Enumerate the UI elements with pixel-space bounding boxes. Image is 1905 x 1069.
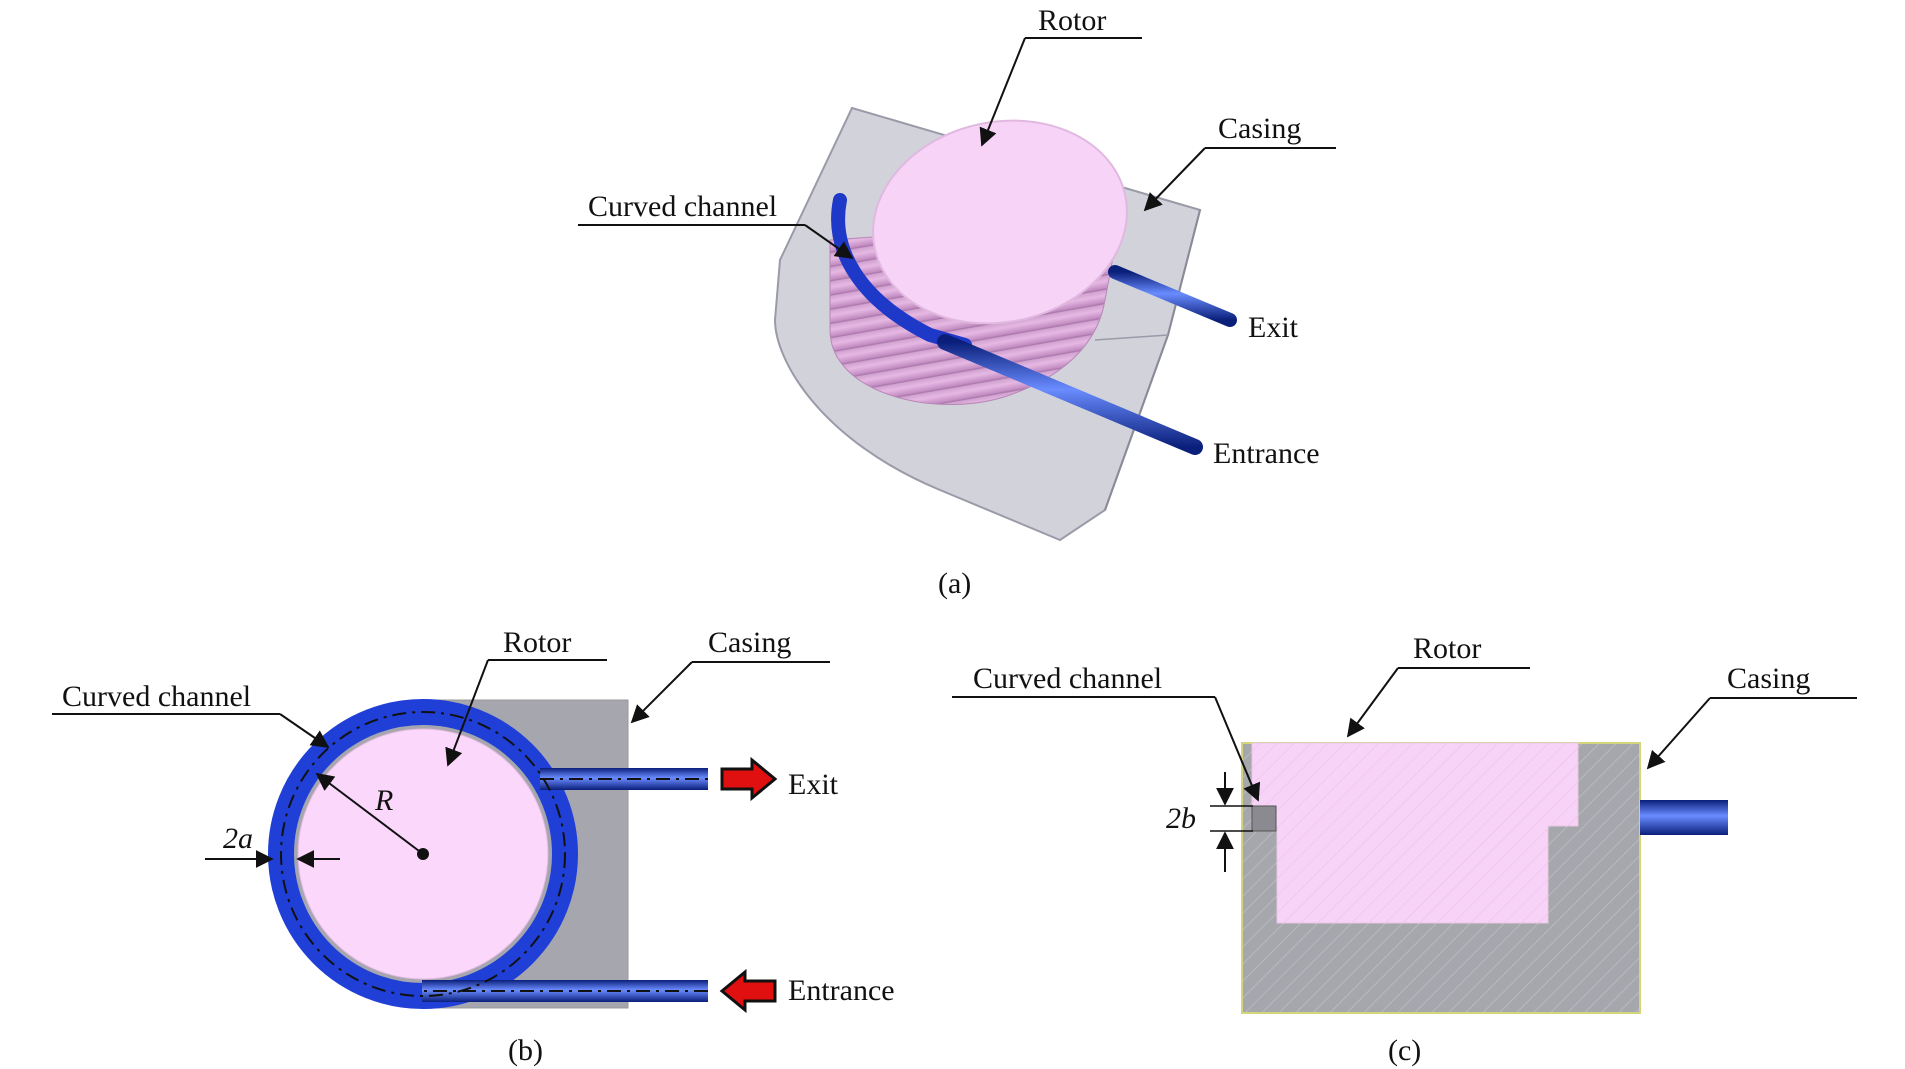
label-exit-a: Exit (1248, 311, 1299, 344)
dimension-2a: 2a (205, 822, 340, 868)
channel-top (268, 699, 708, 1009)
panel-a: Rotor Casing Curved channel Exit Entranc… (578, 4, 1336, 600)
labels-a: Rotor Casing Curved channel Exit Entranc… (578, 4, 1336, 600)
labels-c: Rotor Casing Curved channel (c) (952, 632, 1857, 1067)
label-casing-c: Casing (1727, 662, 1810, 695)
dimension-2b: 2b (1166, 772, 1253, 872)
caption-b: (b) (508, 1034, 543, 1067)
label-curved-channel-b: Curved channel (62, 680, 251, 713)
label-channel-width: 2a (223, 822, 253, 855)
channel-section (1251, 800, 1728, 835)
flow-arrows (719, 756, 778, 1014)
panel-c: 2b Rotor Casing Curved channel (c) (952, 632, 1857, 1067)
label-curved-channel-c: Curved channel (973, 662, 1162, 695)
label-exit-b: Exit (788, 768, 839, 801)
label-casing-a: Casing (1218, 112, 1301, 145)
caption-a: (a) (938, 567, 971, 600)
caption-c: (c) (1388, 1034, 1421, 1067)
label-channel-height: 2b (1166, 802, 1196, 835)
rotor-3d (829, 119, 1128, 406)
label-entrance-a: Entrance (1213, 437, 1320, 470)
rotor-section (1251, 742, 1579, 924)
label-rotor-a: Rotor (1038, 4, 1106, 37)
label-curved-channel-a: Curved channel (588, 190, 777, 223)
label-rotor-c: Rotor (1413, 632, 1481, 665)
rotor-top: R (297, 728, 549, 980)
label-entrance-b: Entrance (788, 974, 895, 1007)
channel-3d (831, 193, 1237, 455)
labels-b: Rotor Casing Curved channel Exit Entranc… (52, 626, 895, 1067)
label-casing-b: Casing (708, 626, 791, 659)
label-radius: R (374, 784, 393, 817)
label-rotor-b: Rotor (503, 626, 571, 659)
panel-b: R 2a Rotor Casing Curved channel Exit En… (52, 626, 895, 1067)
